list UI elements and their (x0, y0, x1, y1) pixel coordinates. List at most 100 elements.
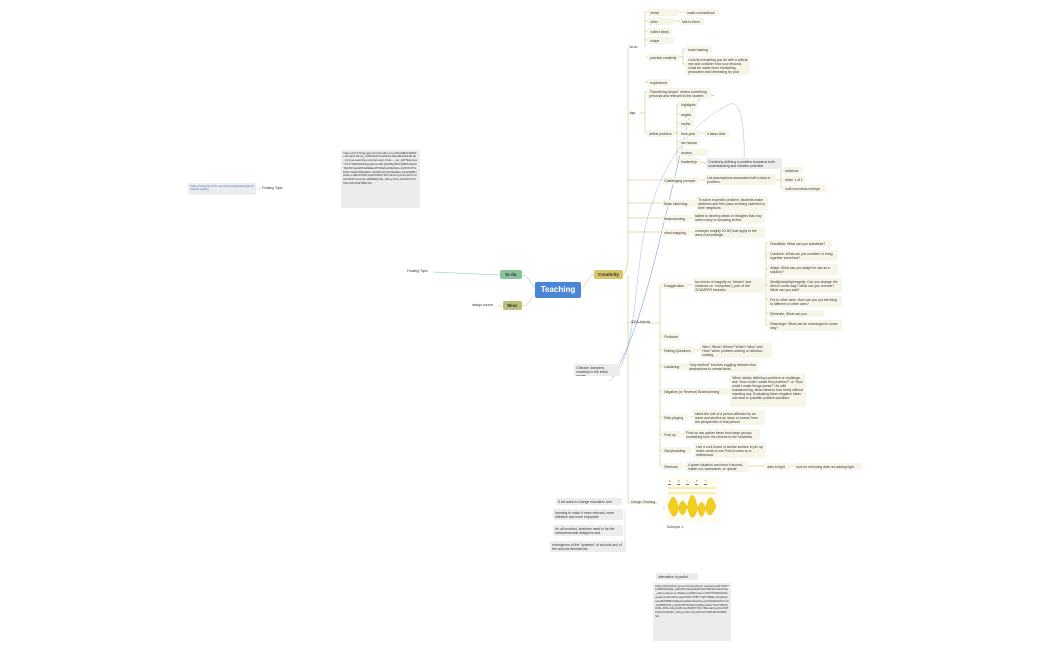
define-tax-human[interactable]: tax human (679, 139, 700, 146)
tool-role-playing-desc[interactable]: takes the role of a person affected by a… (693, 410, 765, 425)
todo-branch-title[interactable]: to do (630, 45, 638, 49)
tool-exaggeration[interactable]: Exaggeration (662, 282, 688, 289)
design-thinking-diagram: E D I P T (667, 480, 717, 518)
tool-storyboarding[interactable]: Storyboarding (662, 447, 692, 454)
tool-post-up-desc[interactable]: Post-up can gather ideas from large grou… (684, 429, 760, 440)
tool-rolling-questions[interactable]: Rolling Questions (662, 347, 695, 354)
define-highlights[interactable]: highlights (679, 101, 698, 108)
stage-mark-1: E (669, 480, 671, 483)
tool-brainstorming[interactable]: Brainstorming (662, 215, 690, 222)
todo-experiment[interactable]: experiment (648, 79, 670, 86)
tool-role-playing[interactable]: Role-playing (662, 414, 688, 421)
floating-lines (256, 188, 626, 548)
design-thinking-wave (667, 495, 717, 518)
line-idea-activity (657, 284, 662, 467)
design-course[interactable]: design course (472, 303, 494, 307)
tool-storyboarding-desc[interactable]: Use a cork board or similar surface to p… (694, 443, 766, 458)
line-main-misc (521, 292, 537, 307)
stage-mark-3: I (687, 480, 688, 483)
design-thinking-caption[interactable]: Subtopic 1 (667, 525, 684, 529)
line-main-todo (521, 274, 537, 290)
challenging-desc[interactable]: List assumptions associated with a task … (705, 174, 776, 185)
tool-reversal[interactable]: Reversal (662, 463, 683, 470)
scamper-rearrange[interactable]: Rearrange: What can be rearranged in som… (768, 320, 842, 331)
tool-laddering-desc[interactable]: "why method" involves toggling between t… (687, 361, 759, 372)
tool-negative-brainstorming-desc[interactable]: When clearly defining a problem or chall… (730, 374, 806, 407)
tool-negative-brainstorming[interactable]: Negative (or Reverse) Brainstorming (662, 388, 729, 395)
define-access-creativity[interactable]: access creativity (679, 149, 708, 156)
change-note-3[interactable]: for all involved, teachers need to be th… (553, 525, 623, 536)
tool-brain-sketching[interactable]: Brain sketching (662, 200, 696, 207)
challenging-when[interactable]: when 1 of 1 (783, 176, 806, 183)
criticism-note[interactable]: Criticism dampens creativity in the init… (574, 364, 620, 376)
todo-other-teachers[interactable]: other teachers (648, 18, 674, 25)
reversal-dark-to-light[interactable]: dark to light (765, 463, 790, 470)
define-myths[interactable]: myths (679, 120, 694, 127)
todo-collect-ideas[interactable]: collect ideas (648, 28, 672, 35)
stage-mark-5: T (705, 480, 707, 483)
dot-4 (695, 484, 698, 485)
design-thinking-lines (668, 487, 716, 494)
tool-laddering[interactable]: Laddering (662, 363, 686, 370)
change-note-2[interactable]: learning to make it more relevant, more … (553, 509, 623, 520)
tips-title[interactable]: tips (630, 111, 636, 115)
category-todo[interactable]: to do (500, 270, 522, 279)
tips-quote[interactable]: "Something unique" means something perso… (647, 88, 711, 99)
todo-revise-knowledge[interactable]: revise knowledge (648, 9, 678, 16)
category-misc[interactable]: Misc (503, 301, 522, 310)
change-note-1[interactable]: If we want to change education and (556, 498, 622, 505)
scamper-put-to-other-uses[interactable]: Put to other uses: How can you put the t… (768, 296, 842, 307)
floating-topic-1[interactable]: Floating Topic (262, 186, 283, 190)
category-creativity[interactable]: Creativity (594, 270, 623, 279)
todo-practice-creativity[interactable]: practice creativity (648, 54, 679, 61)
scamper-eliminate[interactable]: Eliminate: What can you eliminate? (768, 310, 824, 317)
change-note-4[interactable]: redesigners of the "systems" of schools … (550, 541, 626, 552)
tool-fishbone[interactable]: Fishbone (662, 333, 680, 340)
stage-mark-2: D (678, 480, 680, 483)
tool-mind-mapping-desc[interactable]: concepts roughly 20-30) that apply to th… (693, 227, 765, 238)
define-takes-time[interactable]: it takes time (705, 130, 729, 137)
design-thinking-stage-marks: E D I P T (669, 480, 707, 483)
challenging-until[interactable]: until new ideas emerge (783, 185, 827, 192)
tool-reversal-desc[interactable]: A given situation and turns it around, i… (686, 461, 748, 472)
define-leadership[interactable]: leadership (679, 158, 700, 165)
floating-url-mid[interactable]: https://www.i3t.ir/ztn-numbers/old/award… (188, 183, 256, 195)
floating-url-bottom[interactable]: https://d3c1l1fnr.jseenc3.cloudfront.net… (653, 583, 731, 641)
todo-critical-eye[interactable]: Look at everything you do with a critica… (686, 56, 750, 75)
scamper-combine[interactable]: Combine: What can you combine or bring t… (768, 250, 838, 261)
design-thinking-guides (668, 487, 716, 494)
tool-mind-mapping[interactable]: mind-mapping (662, 229, 690, 236)
line-todo-floating (432, 271, 501, 276)
main-topic[interactable]: Teaching (535, 282, 581, 298)
scamper-modify[interactable]: Modify/simplify/magnify: Can you change … (768, 278, 842, 293)
dot-2 (677, 484, 680, 485)
floating-url-top[interactable]: https://s3.fr.f3ng.iguru/3.icloudfront.n… (341, 150, 420, 208)
todo-talk-to-them[interactable]: talk to them (680, 18, 704, 25)
alternative-label[interactable]: alternative to padlet (656, 573, 698, 580)
define-time-year[interactable]: time-year (679, 130, 700, 137)
tool-brainstorming-desc[interactable]: talked to develop ideas or thoughts that… (693, 212, 765, 223)
idea-activity-title[interactable]: IDEA Activity (631, 320, 651, 324)
todo-brain-training[interactable]: brain training (686, 46, 712, 53)
reversal-removing-dark[interactable]: look for removing dark not adding light (794, 463, 862, 470)
line-idea-tools (628, 179, 662, 324)
tool-rolling-questions-desc[interactable]: Who? What? Where? When? Why? and How? wh… (700, 343, 772, 358)
scamper-substitute[interactable]: Substitute: What can you substitute? (768, 240, 832, 247)
tool-post-up[interactable]: Post up (662, 431, 681, 438)
tips-define-problem[interactable]: define problem (647, 130, 674, 137)
todo-make-connections[interactable]: make connections (685, 9, 719, 16)
challenging-solutions[interactable]: solutions (783, 167, 803, 174)
dot-1 (668, 484, 671, 485)
dot-3 (686, 484, 689, 485)
tool-brain-sketching-desc[interactable]: To solve a specific problem, students ma… (696, 196, 768, 211)
scamper-adapt[interactable]: Adapt: What can you adapt for use as a s… (768, 264, 838, 275)
design-thinking-image[interactable]: E D I P T (666, 476, 720, 523)
creatively-defining-note[interactable]: Creatively defining a problem broadens b… (706, 158, 782, 169)
floating-topic-2[interactable]: Floating Topic (407, 269, 428, 273)
challenging-prompts[interactable]: Challenging prompts (662, 177, 699, 184)
todo-shape-learning[interactable]: shape learning (648, 37, 674, 44)
define-angles[interactable]: angles (679, 111, 695, 118)
tool-exaggeration-desc[interactable]: two forms of magnify on "stretch" and mi… (693, 278, 764, 293)
design-thinking-title[interactable]: Design Thinking (631, 500, 656, 504)
